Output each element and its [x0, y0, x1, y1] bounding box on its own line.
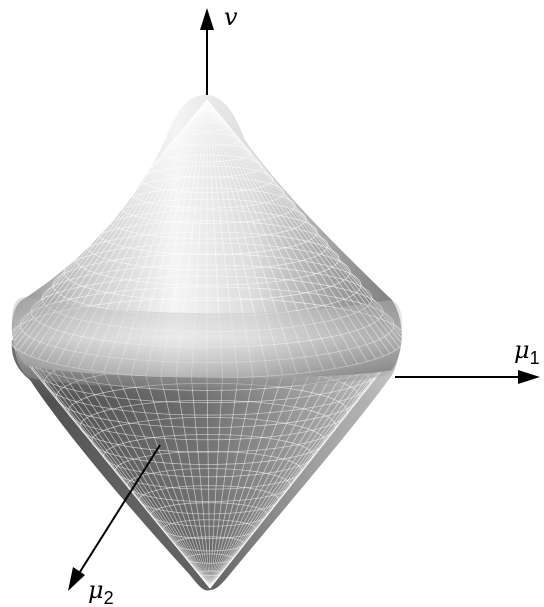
- lower-mesh-ring: [138, 485, 280, 515]
- lower-mesh-meridian: [145, 375, 211, 589]
- horizontal-axis-subscript: 1: [530, 348, 540, 368]
- lower-mesh-ring: [103, 434, 314, 478]
- lower-mesh-meridian: [66, 366, 211, 589]
- horizontal-axis-label: μ1: [514, 336, 540, 368]
- lower-mesh-meridian: [209, 370, 324, 589]
- depth-axis-symbol: μ: [88, 576, 104, 604]
- lower-mesh-meridian: [209, 375, 269, 589]
- upper-mesh-ring: [195, 110, 219, 116]
- lower-cone-mesh: [11, 338, 399, 589]
- lower-mesh-meridian: [56, 363, 211, 589]
- horizontal-axis: μ1: [395, 336, 540, 384]
- lower-mesh-meridian: [130, 374, 211, 589]
- depth-axis-line: [77, 444, 161, 576]
- lower-mesh-ring: [174, 536, 245, 552]
- upper-mesh-ring: [162, 143, 252, 163]
- lower-mesh-ring: [115, 451, 303, 490]
- lower-mesh-meridian: [209, 363, 358, 589]
- lower-mesh-meridian: [209, 361, 368, 589]
- depth-axis: μ2: [68, 444, 161, 607]
- vertical-axis: v: [200, 3, 238, 95]
- lower-mesh-ring: [185, 553, 234, 564]
- lower-mesh-meridian: [209, 368, 336, 589]
- horizontal-axis-symbol: μ: [514, 336, 530, 364]
- lower-mesh-ring: [150, 502, 268, 527]
- upper-mesh-ring: [63, 242, 351, 302]
- upper-mesh-ring: [184, 121, 230, 132]
- lower-mesh-meridian: [209, 376, 254, 589]
- lower-mesh-meridian: [116, 373, 211, 589]
- lower-mesh-meridian: [30, 355, 211, 589]
- lower-mesh-meridian: [209, 377, 239, 589]
- lower-mesh-meridian: [209, 355, 384, 589]
- lower-mesh-meridian: [209, 350, 396, 589]
- lower-mesh-ring: [162, 519, 257, 539]
- horizontal-axis-arrowhead: [518, 370, 540, 384]
- lower-mesh-ring: [91, 417, 326, 465]
- upper-mesh-ring: [11, 297, 402, 378]
- vertical-axis-label: v: [224, 3, 238, 31]
- lower-mesh-meridian: [103, 371, 211, 589]
- lower-mesh-meridian: [209, 353, 391, 589]
- depth-axis-arrowhead: [68, 567, 85, 591]
- vertical-axis-arrowhead: [200, 8, 214, 30]
- lower-mesh-meridian: [209, 366, 348, 589]
- upper-mesh-ring: [173, 132, 241, 147]
- lower-mesh-meridian: [209, 377, 223, 589]
- surface-rim: [12, 297, 403, 389]
- lower-mesh-meridian: [191, 377, 211, 589]
- lower-cone: [11, 338, 399, 591]
- depth-axis-subscript: 2: [104, 588, 114, 607]
- lower-mesh-meridian: [209, 374, 284, 589]
- lower-mesh-meridian: [206, 377, 211, 589]
- lower-mesh-ring: [126, 468, 291, 502]
- lower-mesh-meridian: [46, 361, 211, 589]
- lower-mesh-meridian: [37, 358, 211, 589]
- lower-mesh-meridian: [209, 358, 377, 589]
- depth-axis-label: μ2: [88, 576, 114, 607]
- lower-mesh-meridian: [78, 368, 211, 589]
- lower-mesh-meridian: [175, 377, 211, 589]
- lower-mesh-ring: [79, 399, 337, 453]
- lower-mesh-meridian: [209, 373, 298, 589]
- lower-mesh-ring: [197, 570, 222, 577]
- lower-mesh-meridian: [209, 371, 311, 589]
- lower-mesh-meridian: [160, 376, 211, 589]
- lower-mesh-meridian: [90, 370, 211, 589]
